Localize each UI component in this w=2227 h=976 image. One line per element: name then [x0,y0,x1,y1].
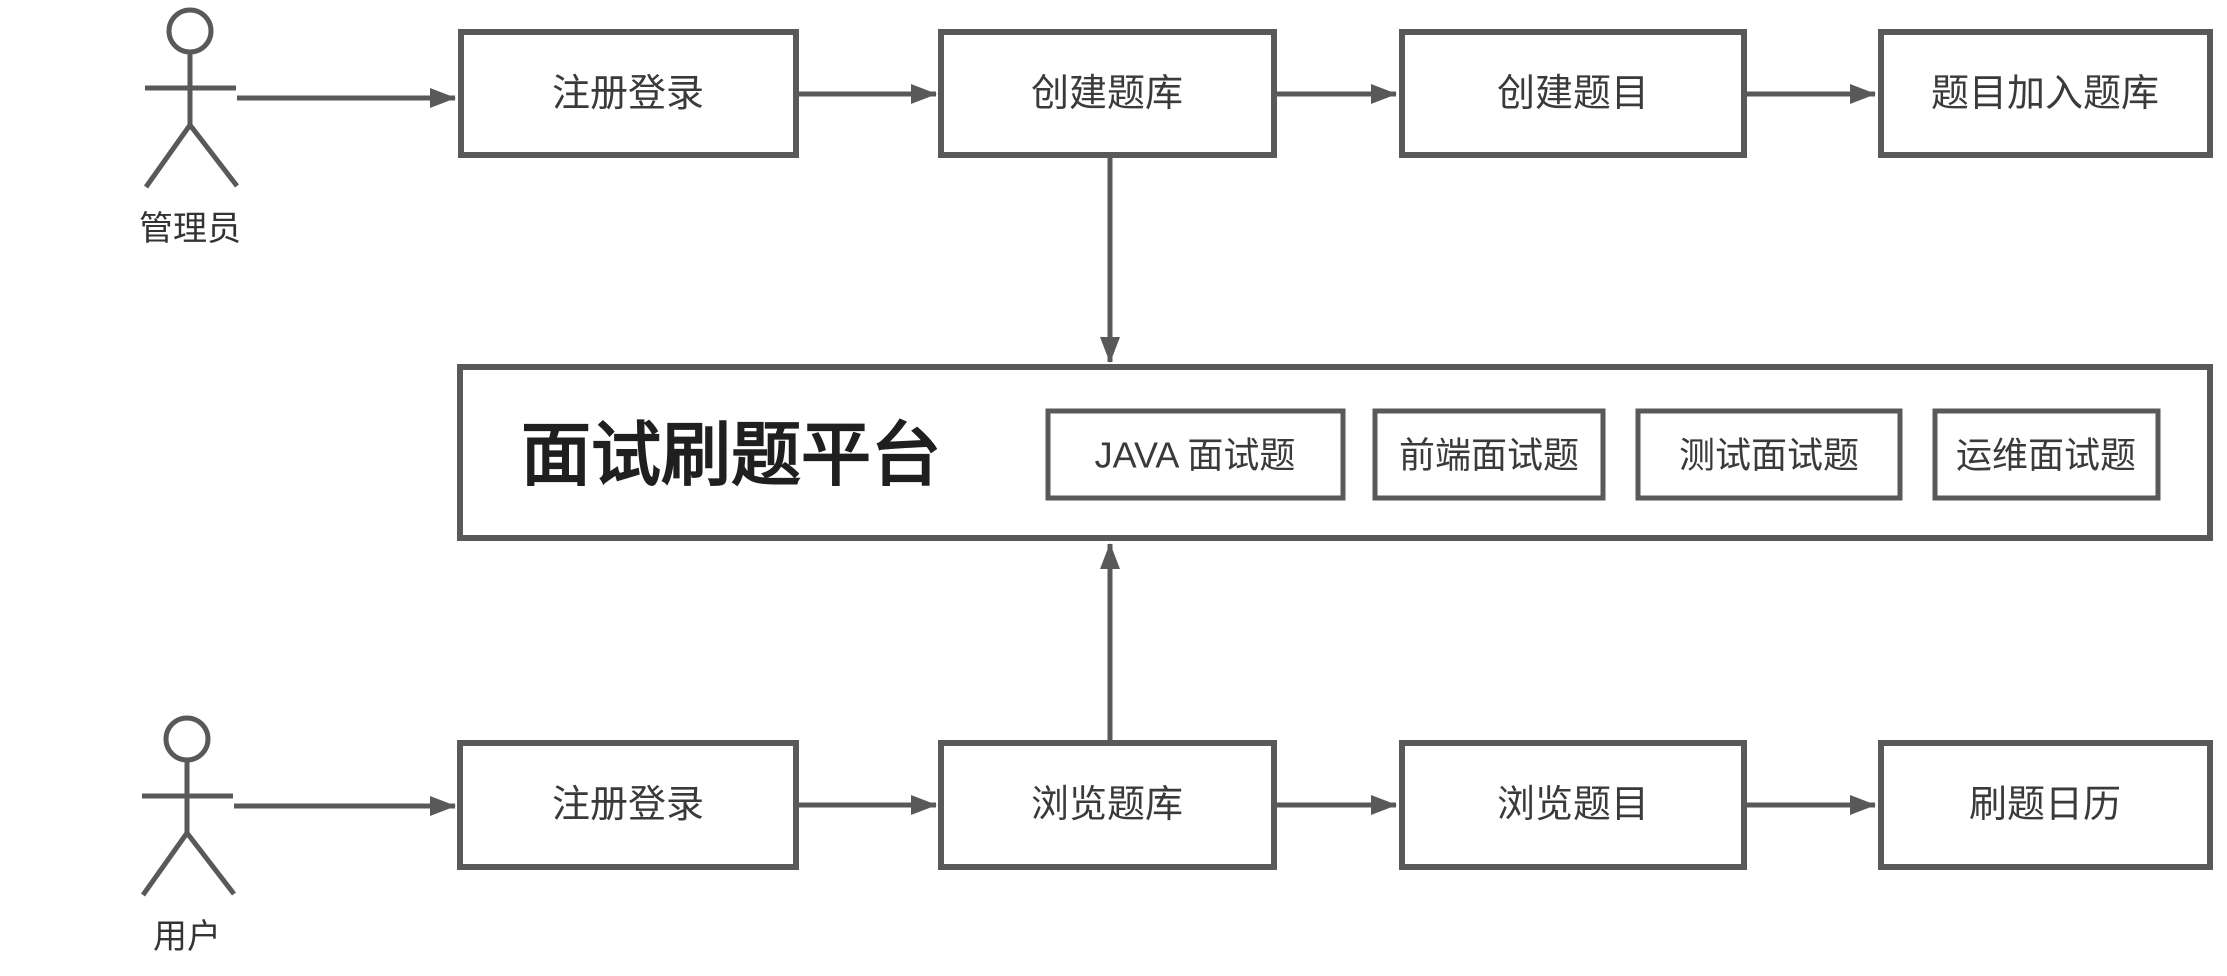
user-person-left-leg [140,831,190,897]
node-add-question-to-bank-label: 题目加入题库 [1931,73,2159,115]
node-browse-question-bank-label: 浏览题库 [1031,784,1183,826]
category-frontend-interview [1372,408,1606,501]
category-java-interview [1045,408,1346,501]
user-actor-label: 用户 [153,918,221,956]
node-add-question-to-bank [1878,29,2213,158]
node-browse-question [1399,740,1747,870]
node-practice-calendar [1878,740,2213,870]
node-browse-question-label: 浏览题目 [1497,784,1649,826]
node-admin-register-login [458,29,799,158]
platform-title: 面试刷题平台 [521,416,941,494]
admin-person-icon [143,7,239,189]
admin-person-left-leg [143,123,193,189]
node-practice-calendar-label: 刷题日历 [1969,784,2121,826]
category-testing-interview [1635,408,1903,501]
user-person-icon [140,715,236,897]
category-java-interview-label: JAVA 面试题 [1095,435,1296,476]
node-user-register-login-label: 注册登录 [552,784,704,826]
category-testing-interview-label: 测试面试题 [1679,435,1859,476]
node-create-question-label: 创建题目 [1497,73,1649,115]
node-create-question-bank-label: 创建题库 [1031,73,1183,115]
category-ops-interview [1932,408,2161,501]
category-frontend-interview-label: 前端面试题 [1399,435,1579,476]
node-admin-register-login-label: 注册登录 [552,73,704,115]
admin-person-right-leg [188,123,239,188]
node-create-question [1399,29,1747,158]
user-person-head [163,715,211,763]
node-user-register-login [457,740,799,870]
admin-actor-label: 管理员 [139,210,241,248]
node-browse-question-bank [938,740,1277,870]
user-person-right-leg [185,831,236,896]
node-create-question-bank [938,29,1277,158]
category-ops-interview-label: 运维面试题 [1956,435,2136,476]
admin-person-head [166,7,214,55]
